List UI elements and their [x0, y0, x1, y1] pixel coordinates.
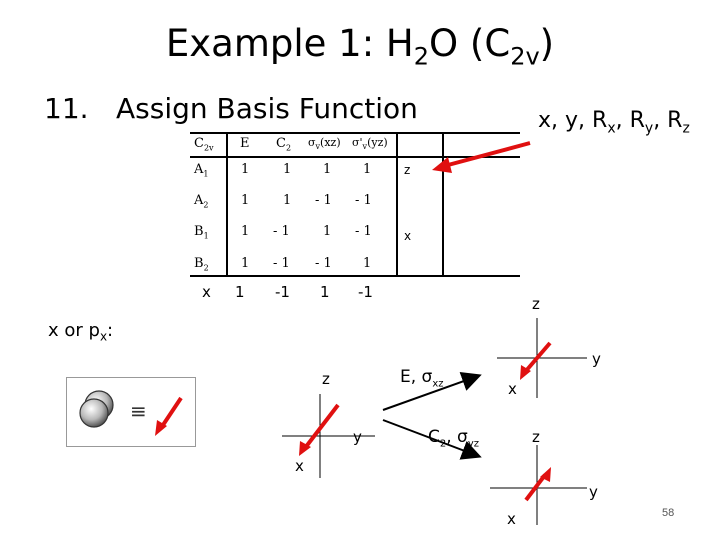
rep-e: 1 — [235, 283, 245, 301]
row-b1-e: 1 — [241, 224, 250, 239]
step-heading: 11. Assign Basis Function — [44, 92, 418, 125]
row-a1-sxz: 1 — [323, 162, 332, 177]
step-number: 11. — [44, 92, 89, 125]
rep-label: x — [202, 283, 211, 301]
header-e: E — [240, 136, 250, 151]
row-a1-syz: 1 — [363, 162, 372, 177]
row-b2-label: B2 — [194, 256, 209, 273]
row-a2-syz: - 1 — [355, 193, 372, 208]
page-number: 58 — [662, 507, 675, 519]
axis-z-center: z — [322, 370, 330, 388]
table-divider-left — [226, 132, 228, 277]
table-group-label: C2v — [194, 136, 214, 153]
character-table: C2v E C2 σv(xz) σ'v(yz) A1 1 1 1 1 z A2 … — [190, 132, 520, 277]
table-divider-mid — [396, 132, 398, 277]
operation-label-e-sigma-xz: E, σxz — [400, 367, 444, 390]
axis-z-top-right: z — [532, 295, 540, 313]
header-sigma-yz: σ'v(yz) — [352, 136, 388, 152]
table-header-rule — [190, 156, 520, 158]
row-a1-basis: z — [404, 163, 411, 177]
row-b1-sxz: 1 — [323, 224, 332, 239]
header-sigma-xz: σv(xz) — [308, 136, 341, 152]
row-a1-label: A1 — [194, 162, 209, 179]
row-a2-e: 1 — [241, 193, 250, 208]
row-a2-c2: 1 — [283, 193, 292, 208]
pointer-arrow — [432, 141, 531, 173]
operation-arrow-up — [382, 371, 482, 411]
row-a1-c2: 1 — [283, 162, 292, 177]
axis-y-center: y — [353, 428, 362, 446]
operation-arrow-down — [382, 419, 482, 460]
menu-glyph: ≡ — [130, 399, 147, 423]
row-b1-label: B1 — [194, 224, 209, 241]
axes-top-right — [497, 318, 587, 398]
rep-syz: -1 — [358, 283, 373, 301]
orbital-label: x or px: — [48, 320, 114, 344]
axes-center — [282, 394, 375, 478]
slide-title: Example 1: H2O (C2v) — [165, 22, 555, 71]
row-b2-e: 1 — [241, 256, 250, 271]
table-bottom-rule — [190, 275, 520, 277]
operation-label-c2-sigma-yz: C2, σyz — [428, 427, 480, 450]
orbital-icon-box: ≡ — [66, 377, 196, 447]
axis-z-bottom-right: z — [532, 428, 540, 446]
axis-x-center: x — [295, 457, 304, 475]
axis-y-top-right: y — [592, 350, 601, 368]
row-b1-basis: x — [404, 229, 412, 243]
row-a2-sxz: - 1 — [315, 193, 332, 208]
row-a1-e: 1 — [241, 162, 250, 177]
row-b1-syz: - 1 — [355, 224, 372, 239]
table-divider-right — [442, 132, 444, 277]
row-b2-syz: 1 — [363, 256, 372, 271]
rep-c2: -1 — [275, 283, 290, 301]
header-c2: C2 — [276, 136, 292, 153]
axis-x-bottom-right: x — [507, 510, 516, 528]
orbital-icon: ≡ — [79, 390, 183, 436]
row-b2-sxz: - 1 — [315, 256, 332, 271]
table-top-rule — [190, 132, 520, 134]
step-text: Assign Basis Function — [116, 92, 418, 125]
row-b2-c2: - 1 — [273, 256, 290, 271]
axis-x-top-right: x — [508, 380, 517, 398]
axis-y-bottom-right: y — [589, 483, 598, 501]
row-b1-c2: - 1 — [273, 224, 290, 239]
representation-row: x 1 -1 1 -1 — [0, 283, 720, 305]
axes-bottom-right — [490, 445, 587, 525]
row-a2-label: A2 — [194, 193, 209, 210]
rep-sxz: 1 — [320, 283, 330, 301]
basis-functions-list: x, y, Rx, Ry, Rz — [538, 108, 690, 137]
